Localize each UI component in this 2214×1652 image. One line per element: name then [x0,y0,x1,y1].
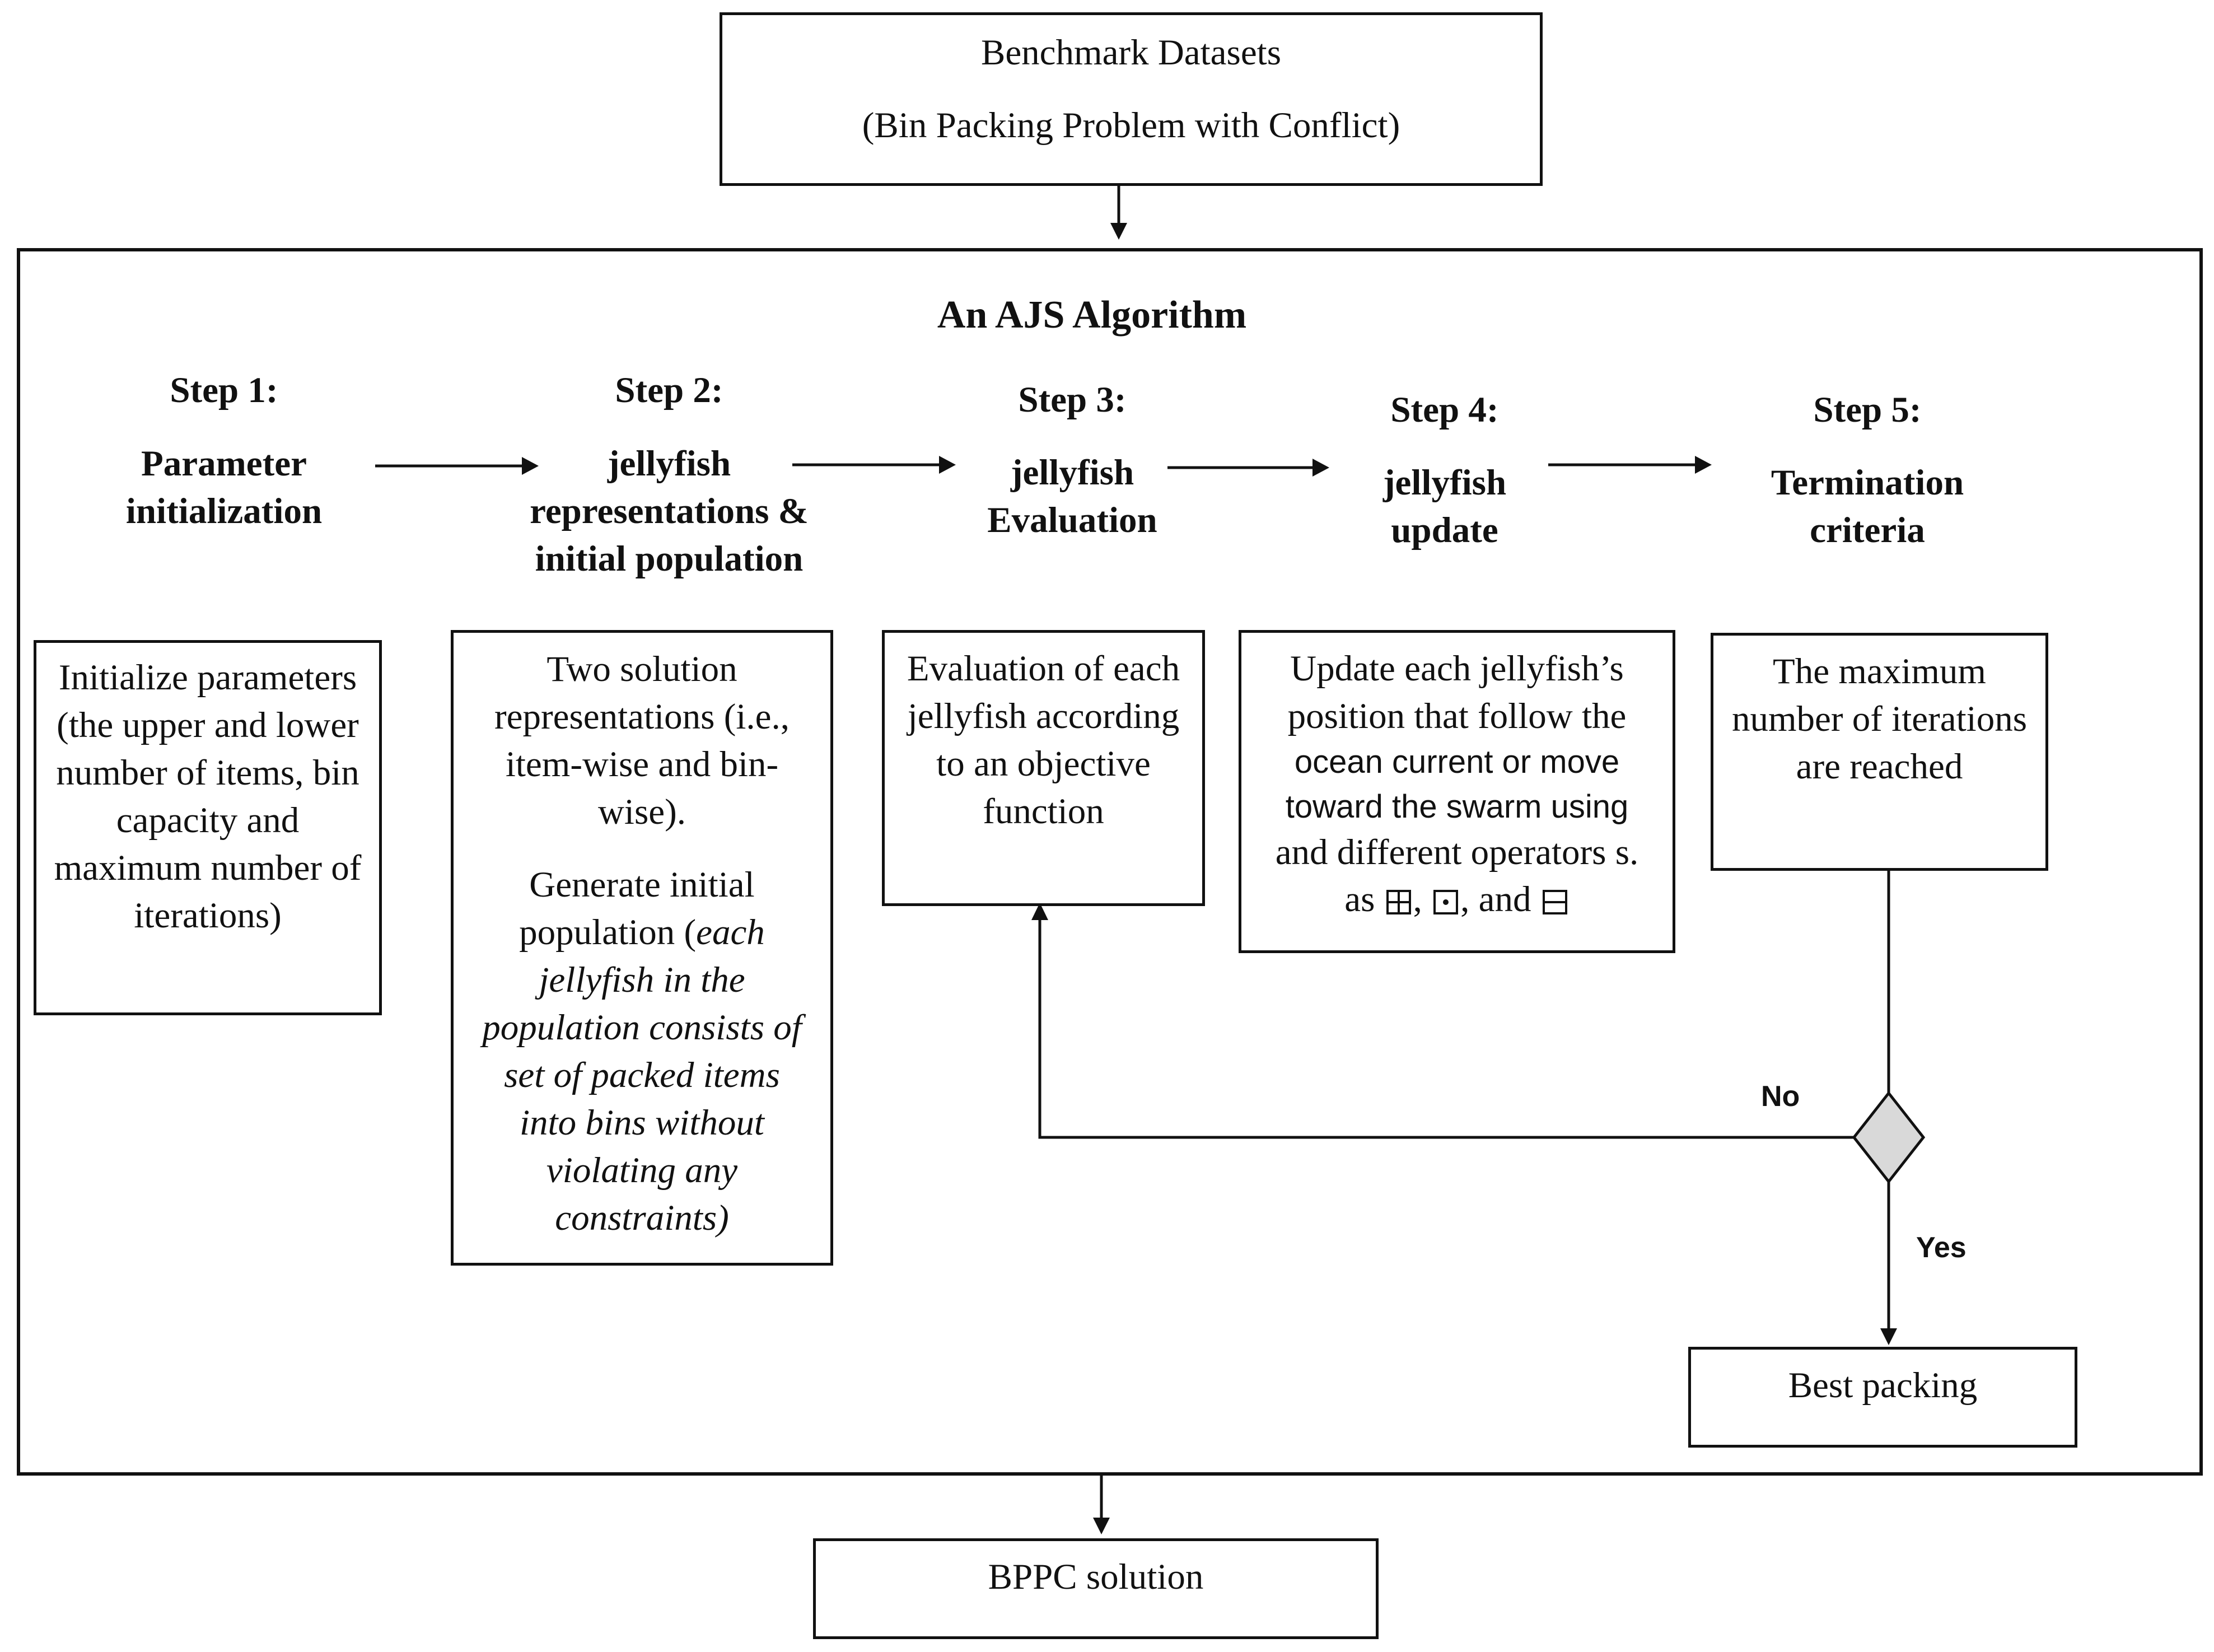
step1-description-box: Initialize parameters (the upper and low… [34,640,382,1015]
step5-description-box: The maximum number of iterations are rea… [1711,633,2048,871]
algorithm-frame [17,248,2203,1476]
arrow-head-solution [1093,1518,1110,1534]
step2-population-text: Generate initial population (each jellyf… [476,861,808,1242]
step2-population-lead: Generate initial population ( [519,865,755,953]
step5-label: Step 5: [1813,390,1922,430]
arrow-head-no-loop [1031,903,1048,920]
step4-label: Step 4: [1390,390,1499,430]
step4-line4: and different operators s. [1275,832,1639,872]
benchmark-datasets-title: Benchmark Datasets [980,32,1282,73]
step2-label: Step 2: [615,370,723,410]
dot-operator-icon [1433,890,1459,914]
yes-label: Yes [1916,1231,1967,1264]
best-packing-box: Best packing [1688,1347,2077,1448]
benchmark-datasets-subtitle: (Bin Packing Problem with Conflict) [862,105,1400,146]
step3-description: Evaluation of each jellyfish according t… [907,648,1180,832]
step1-label: Step 1: [170,370,278,410]
benchmark-datasets-box: Benchmark Datasets (Bin Packing Problem … [720,12,1543,186]
arrow-head-step5 [1695,456,1712,474]
step4-line1: Update each jellyfish’s position that fo… [1287,648,1627,736]
arrow-head-step3 [939,456,956,474]
best-packing-label: Best packing [1788,1365,1978,1406]
split-operator-icon [1542,890,1567,914]
loop-no-back-to-evaluation [1038,918,1854,1139]
step4-operators-line: as , , and [1258,876,1656,923]
bppc-solution-box: BPPC solution [813,1538,1379,1639]
step4-line3: toward the swarm using [1285,788,1629,825]
step1-description: Initialize parameters (the upper and low… [54,657,362,936]
step4-sep2: , and [1460,879,1531,920]
arrow-head-step4 [1312,459,1329,477]
step3-label: Step 3: [1018,380,1127,420]
algorithm-title: An AJS Algorithm [937,293,1247,337]
arrow-head-datasets [1110,223,1127,240]
grid-operator-icon [1386,890,1411,914]
no-label: No [1761,1080,1800,1113]
step4-description-box: Update each jellyfish’s position that fo… [1239,630,1675,953]
step3-description-box: Evaluation of each jellyfish according t… [882,630,1205,906]
step4-line2: ocean current or move [1294,744,1620,780]
step5-description: The maximum number of iterations are rea… [1731,651,2028,787]
bppc-solution-label: BPPC solution [988,1557,1204,1597]
arrow-head-step2 [522,457,539,475]
step2-description-box: Two solution representations (i.e., item… [451,630,833,1266]
arrow-head-yes [1880,1328,1897,1345]
step2-representations-text: Two solution representations (i.e., item… [494,649,790,832]
step2-population-italic: each jellyfish in the population consist… [482,912,802,1238]
step4-sep1: , [1413,879,1422,920]
step4-as-text: as [1344,879,1375,920]
